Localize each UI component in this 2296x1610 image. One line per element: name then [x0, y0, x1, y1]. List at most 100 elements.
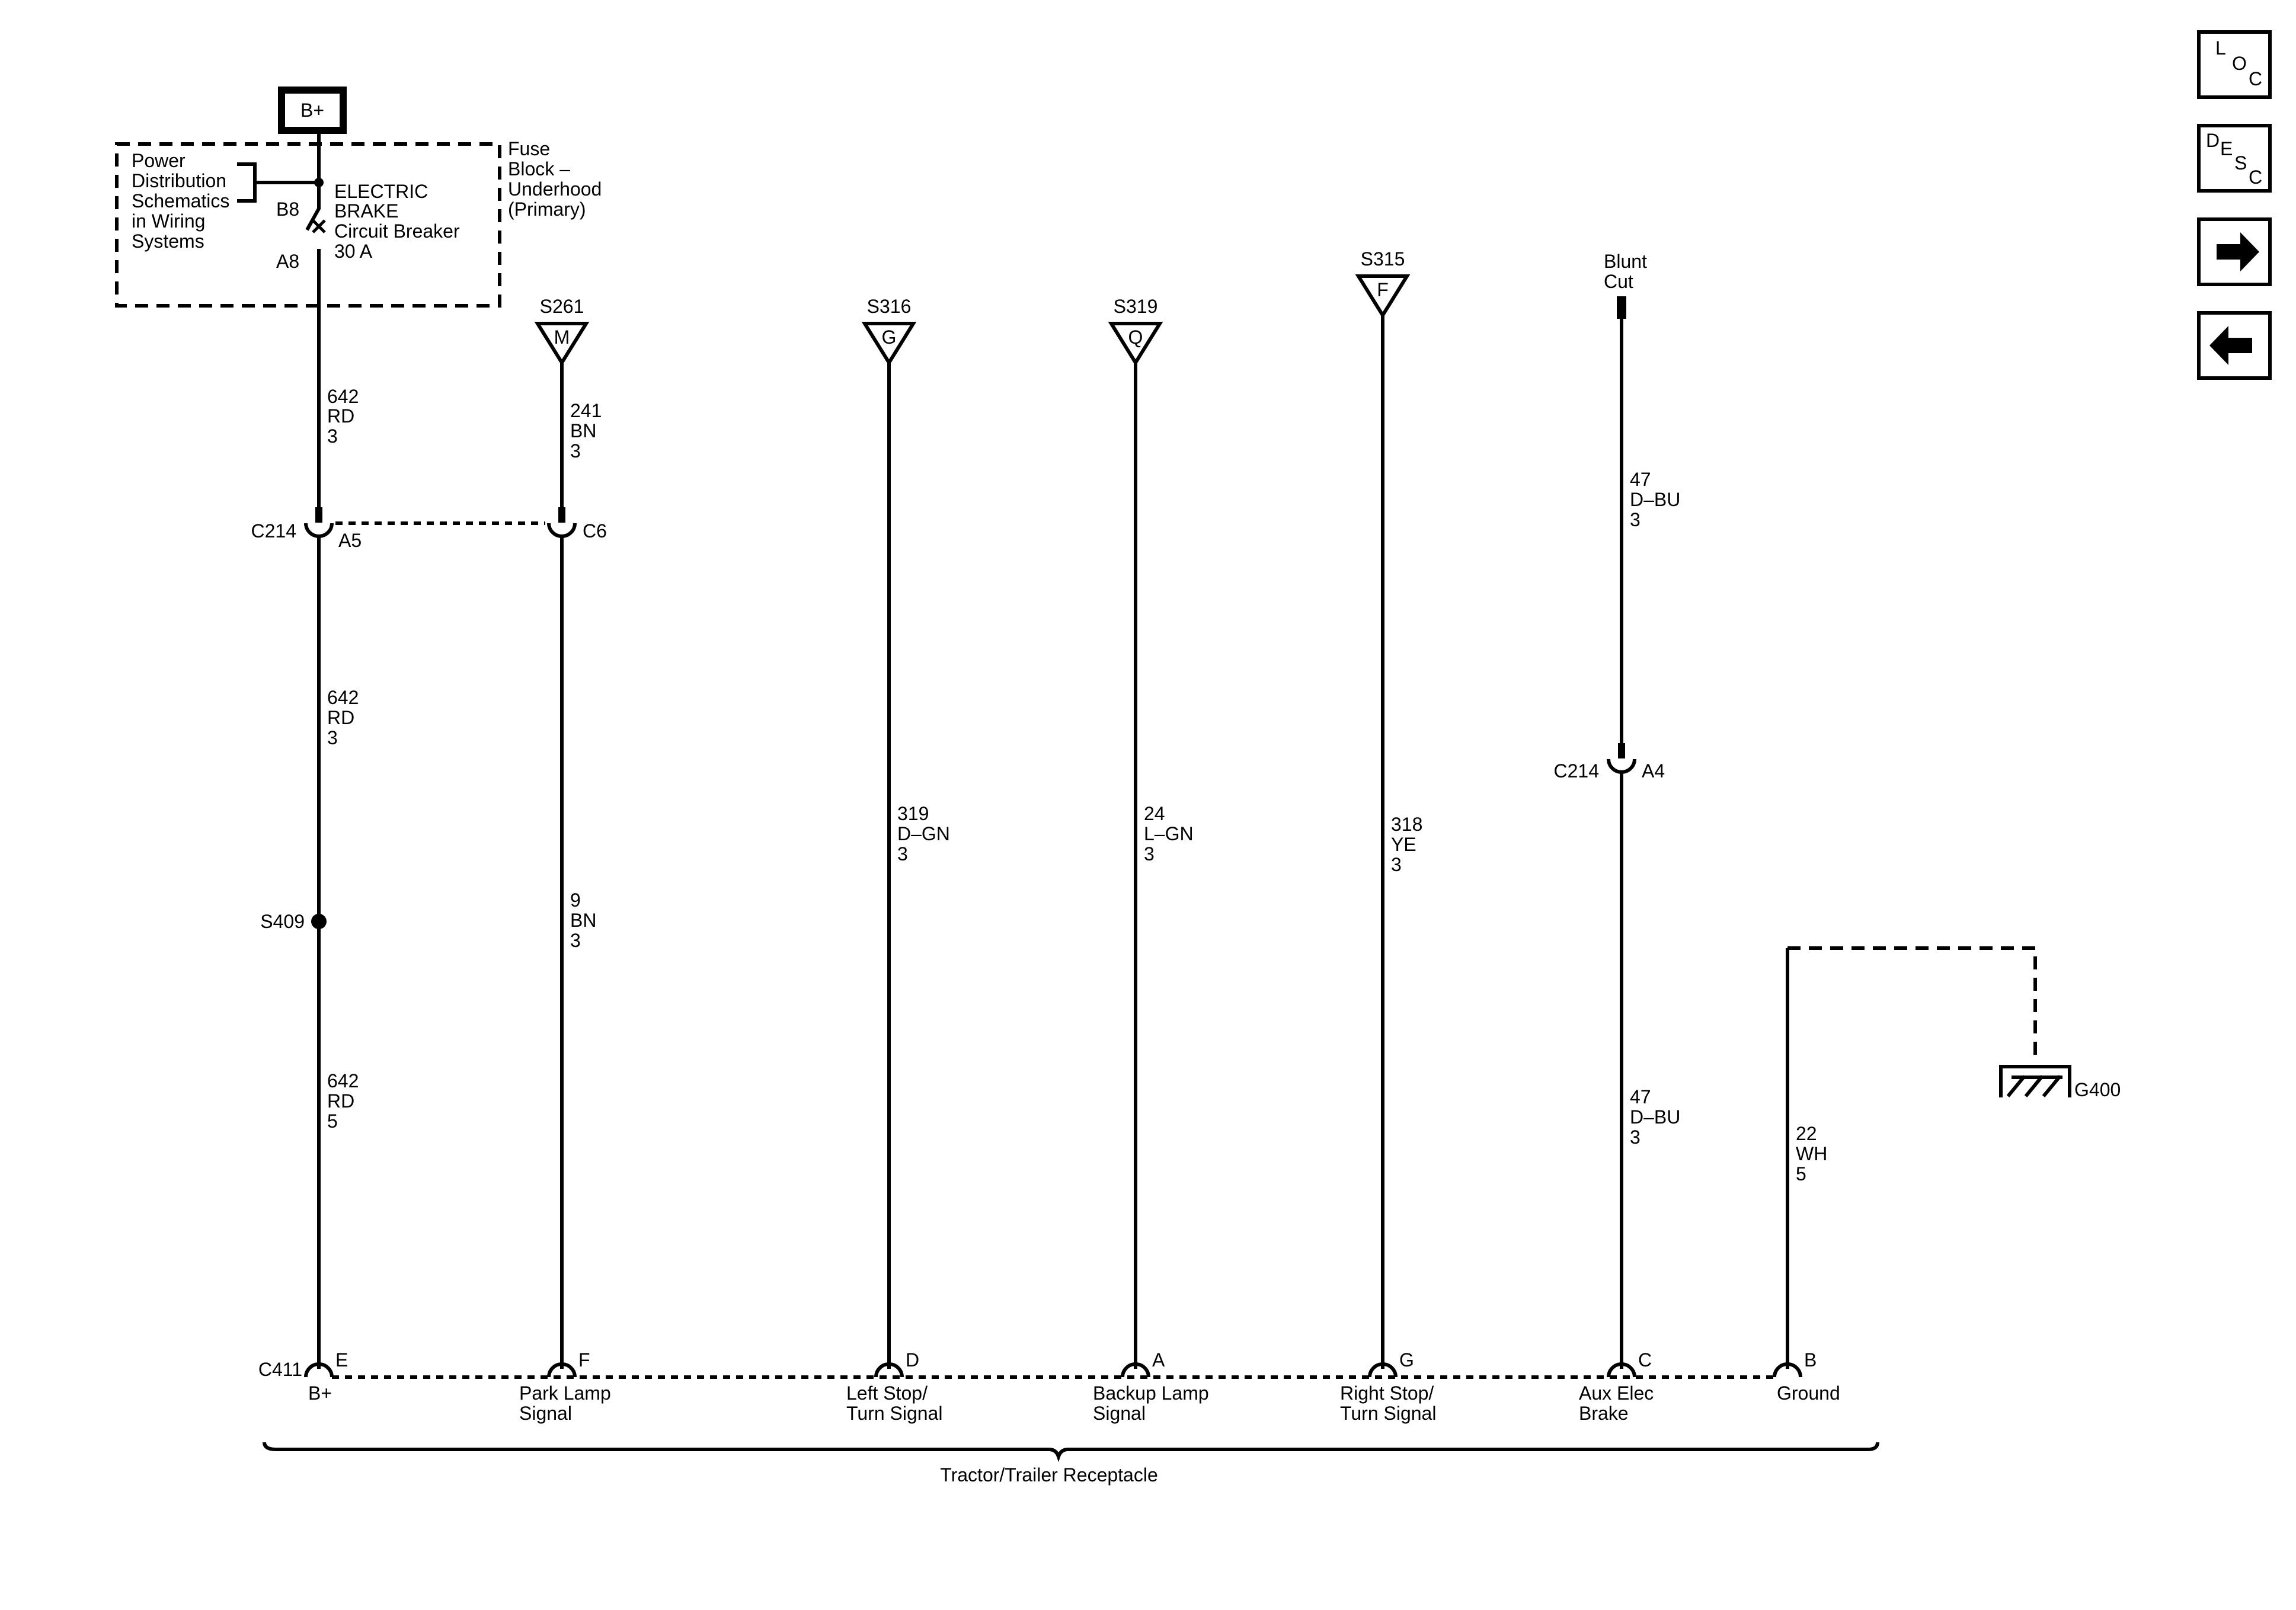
svg-text:S261: S261	[540, 296, 584, 317]
pin-letter: B	[1804, 1349, 1817, 1371]
fuse-block-name: Fuse Block – Underhood (Primary)	[508, 138, 602, 220]
wire-label-24: 24 L–GN 3	[1144, 803, 1194, 865]
description-button-label: D E S C	[2206, 130, 2262, 188]
connector-c214-a5: C214 A5	[251, 507, 362, 551]
pin-function-label: Brake	[1579, 1403, 1629, 1424]
svg-text:D–BU: D–BU	[1630, 489, 1680, 510]
svg-text:47: 47	[1630, 1086, 1651, 1108]
location-button-label: L O C	[2215, 37, 2262, 89]
svg-text:9: 9	[570, 889, 581, 911]
power-source-label: B+	[300, 100, 324, 121]
svg-text:3: 3	[570, 440, 581, 462]
ground-g400-label: G400	[2074, 1079, 2121, 1100]
svg-text:(Primary): (Primary)	[508, 199, 586, 220]
svg-text:642: 642	[327, 1070, 359, 1092]
svg-text:BN: BN	[570, 910, 596, 931]
svg-text:C: C	[2249, 68, 2262, 89]
splice-s409-label: S409	[260, 911, 305, 932]
svg-text:47: 47	[1630, 469, 1651, 490]
location-button[interactable]: L O C	[2197, 30, 2272, 99]
power-distribution-note: Power Distribution Schematics in Wiring …	[132, 150, 229, 252]
ground-g400-icon	[1999, 1065, 2071, 1097]
splice-s315: S315 F	[1355, 248, 1411, 319]
svg-text:Cut: Cut	[1604, 271, 1633, 292]
svg-text:241: 241	[570, 400, 602, 421]
description-button[interactable]: D E S C	[2197, 124, 2272, 193]
svg-text:L–GN: L–GN	[1144, 823, 1194, 844]
blunt-cut-label: Blunt Cut	[1604, 251, 1647, 292]
svg-text:S: S	[2234, 152, 2247, 174]
svg-text:C214: C214	[1554, 760, 1600, 782]
pin-function-label: Left Stop/	[846, 1382, 928, 1404]
svg-text:C: C	[2249, 167, 2262, 188]
svg-text:3: 3	[327, 425, 338, 447]
svg-text:3: 3	[570, 930, 581, 951]
splice-s316: S316 G	[861, 296, 917, 366]
pin-letter: E	[335, 1349, 348, 1371]
pin-function-label: Backup Lamp	[1093, 1382, 1209, 1404]
pin-function-label: Park Lamp	[519, 1382, 611, 1404]
svg-text:5: 5	[327, 1110, 338, 1132]
svg-text:BN: BN	[570, 420, 596, 441]
svg-text:3: 3	[1630, 1126, 1641, 1148]
svg-text:RD: RD	[327, 1090, 354, 1112]
svg-text:22: 22	[1796, 1123, 1817, 1144]
svg-text:G: G	[882, 327, 897, 348]
svg-text:O: O	[2232, 53, 2247, 74]
pin-terminal	[1121, 1362, 1150, 1378]
arrow-left-icon	[2209, 326, 2252, 365]
svg-text:318: 318	[1391, 814, 1422, 835]
breaker-x-mark	[312, 219, 326, 233]
svg-text:S316: S316	[867, 296, 912, 317]
svg-text:D–BU: D–BU	[1630, 1106, 1680, 1128]
pin-function-label: B+	[308, 1382, 332, 1404]
svg-text:Power: Power	[132, 150, 186, 171]
wire-label-47-upper: 47 D–BU 3	[1630, 469, 1680, 530]
connector-c214-c6: C6	[547, 507, 607, 542]
svg-text:Circuit Breaker: Circuit Breaker	[334, 220, 460, 242]
svg-text:WH: WH	[1796, 1143, 1827, 1164]
svg-text:C214: C214	[251, 520, 297, 542]
svg-text:Schematics: Schematics	[132, 190, 229, 212]
svg-text:RD: RD	[327, 405, 354, 427]
electric-brake-circuit-breaker: ELECTRIC BRAKE Circuit Breaker 30 A	[334, 181, 460, 262]
svg-text:Block –: Block –	[508, 158, 570, 180]
blunt-cut-mark	[1617, 296, 1626, 319]
breaker-upper-contact	[305, 130, 321, 231]
svg-text:RD: RD	[327, 707, 354, 728]
splice-s319: S319 Q	[1108, 296, 1163, 366]
wire-label-642-lower: 642 RD 5	[327, 1070, 359, 1132]
wire-label-318: 318 YE 3	[1391, 814, 1422, 875]
svg-text:Underhood: Underhood	[508, 178, 602, 200]
svg-text:F: F	[1377, 279, 1389, 300]
svg-text:30 A: 30 A	[334, 241, 373, 262]
pin-terminal	[1607, 1362, 1636, 1378]
svg-text:Q: Q	[1128, 327, 1143, 348]
pin-function-label: Turn Signal	[1340, 1403, 1436, 1424]
wire-label-22: 22 WH 5	[1796, 1123, 1827, 1185]
fuse-block-enclosure	[115, 142, 501, 308]
battery-positive-source: B+	[278, 87, 347, 134]
next-button[interactable]	[2197, 217, 2272, 286]
svg-text:in Wiring: in Wiring	[132, 210, 205, 232]
svg-text:C6: C6	[583, 520, 607, 542]
breaker-pin-out: A8	[276, 251, 299, 272]
svg-text:M: M	[554, 327, 570, 348]
svg-text:Distribution: Distribution	[132, 170, 226, 191]
previous-button[interactable]	[2197, 311, 2272, 380]
pin-letter: D	[906, 1349, 919, 1371]
pin-letter: C	[1638, 1349, 1652, 1371]
svg-text:D–GN: D–GN	[897, 823, 950, 844]
splice-s261: S261 M	[534, 296, 590, 366]
pin-function-label: Ground	[1777, 1382, 1840, 1404]
wire-label-9: 9 BN 3	[570, 889, 596, 951]
pin-letter: A	[1152, 1349, 1165, 1371]
pin-function-label: Right Stop/	[1340, 1382, 1434, 1404]
connector-c214-a4: C214 A4	[1554, 743, 1665, 782]
